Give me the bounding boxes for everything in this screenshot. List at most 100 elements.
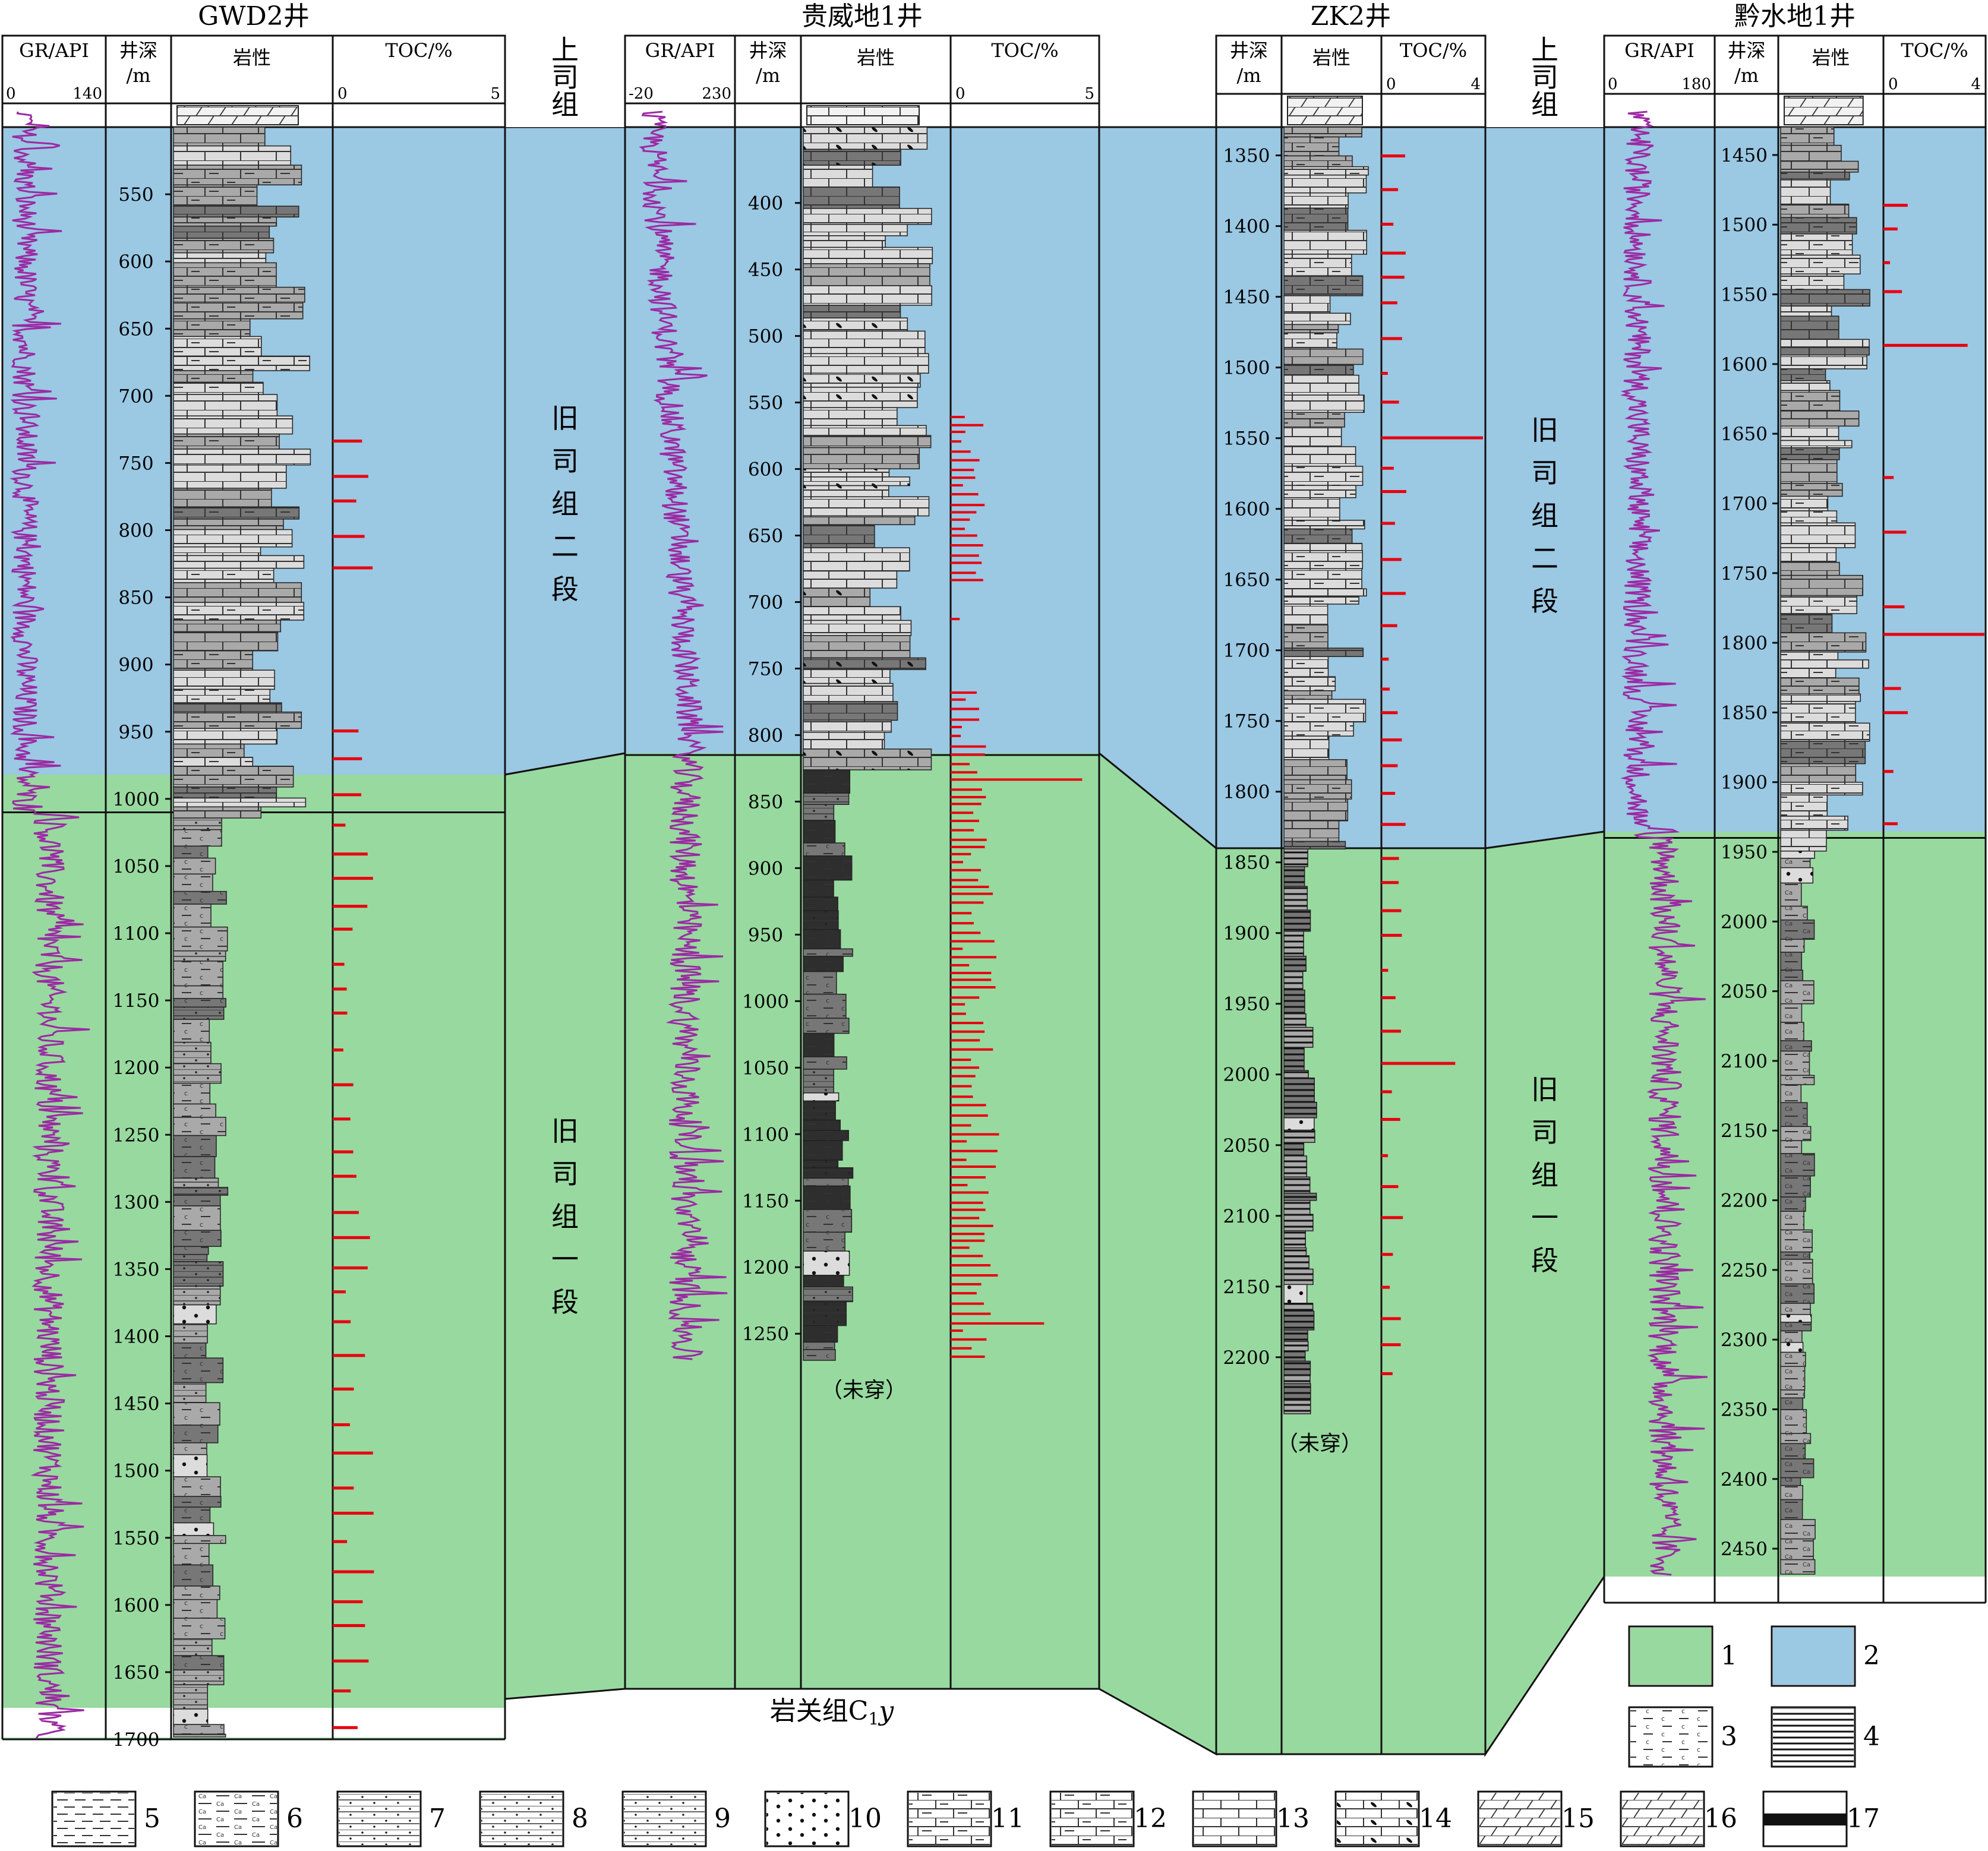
gr-max: 230 <box>702 85 731 103</box>
depth-label: 2350 <box>1721 1399 1768 1420</box>
legend-number: 13 <box>1276 1803 1309 1834</box>
lithology-bed-pattern <box>173 1670 224 1685</box>
toc-bar <box>951 885 989 888</box>
member-1-zone <box>2 775 505 1739</box>
base-formation-name: 岩关组C <box>770 1696 869 1726</box>
lithology-bed-pattern <box>1781 1040 1812 1051</box>
lithology-bed-pattern <box>1781 204 1849 218</box>
toc-bar <box>951 1114 988 1117</box>
toc-bar <box>1883 476 1894 479</box>
lithology-bed-pattern <box>803 1069 834 1093</box>
toc-bar <box>951 940 995 943</box>
depth-label: 2150 <box>1223 1277 1270 1298</box>
lithology-bed-pattern <box>173 127 265 146</box>
lithology-bed-pattern <box>803 897 838 911</box>
lithology-bed-pattern <box>1284 166 1369 175</box>
toc-bar <box>333 1570 374 1574</box>
lithology-bed-pattern <box>1781 652 1838 660</box>
upper-formation-label-left-text: 上司组 <box>551 34 579 121</box>
depth-label: 1800 <box>1721 633 1768 654</box>
toc-bar <box>951 763 970 766</box>
lithology-bed-pattern <box>1284 1047 1305 1071</box>
lithology-bed-pattern <box>803 247 933 264</box>
lithology-header: 岩性 <box>857 46 895 69</box>
toc-bar <box>1381 400 1399 404</box>
depth-unit: /m <box>126 64 150 87</box>
toc-bar <box>951 964 970 966</box>
toc-bar <box>1381 1185 1399 1189</box>
depth-label: 450 <box>748 260 783 281</box>
lithology-bed-pattern <box>173 829 222 846</box>
toc-bar <box>951 1264 991 1267</box>
lithology-bed-pattern <box>803 1018 849 1034</box>
toc-bar <box>951 1012 966 1015</box>
lithology-bed-pattern <box>173 1403 220 1426</box>
member-1-label-right: 旧司组一段 <box>1531 1073 1558 1277</box>
toc-bar <box>951 971 992 974</box>
lithology-bed-pattern <box>173 1135 216 1157</box>
lithology-bed-pattern <box>173 1618 225 1639</box>
toc-bar <box>951 947 963 950</box>
depth-label: 1200 <box>113 1057 160 1079</box>
lithology-bed-pattern <box>1781 161 1858 172</box>
toc-bar <box>1883 261 1891 264</box>
lithology-bed-pattern <box>173 1358 223 1383</box>
lithology-bed-pattern <box>1284 192 1349 209</box>
depth-label: 1550 <box>1223 428 1270 450</box>
lithology-bed-pattern <box>1781 1352 1806 1367</box>
legend-item-11: 11 <box>907 1790 1024 1847</box>
lithology-bed-pattern <box>1781 496 1828 511</box>
lithology-bed-pattern <box>1781 347 1870 355</box>
upper-formation-gap <box>1485 36 1604 127</box>
lithology-bed-pattern <box>1284 589 1367 596</box>
toc-bar <box>951 1149 998 1152</box>
legend-item-5: 5 <box>51 1790 160 1847</box>
depth-label: 1200 <box>742 1257 789 1278</box>
lithology-bed-pattern <box>803 305 901 318</box>
legend-swatch <box>481 1793 562 1845</box>
toc-bar <box>1381 996 1396 1000</box>
toc-bar <box>951 1176 986 1179</box>
toc-bar <box>1883 343 1968 347</box>
lithology-bed-pattern <box>1781 741 1866 764</box>
depth-label: 1900 <box>1721 772 1768 794</box>
lithology-bed-pattern <box>173 1063 222 1084</box>
legend-item-2: 2 <box>1771 1625 1880 1687</box>
lithology-bed-pattern <box>803 1349 835 1360</box>
lithology-bed-pattern <box>803 285 932 305</box>
lithology-bed-pattern <box>173 318 250 337</box>
lithology-bed-pattern <box>1284 156 1353 167</box>
member-1-correlation <box>1484 830 1605 1757</box>
toc-bar <box>333 1451 373 1455</box>
lithology-bed-pattern <box>173 602 304 620</box>
toc-bar <box>951 527 965 530</box>
toc-bar <box>951 1048 993 1051</box>
toc-bar <box>951 1124 971 1127</box>
toc-bar <box>333 1320 351 1324</box>
depth-label: 1600 <box>113 1595 160 1616</box>
toc-bar <box>951 879 979 882</box>
lithology-bed-pattern <box>1781 1314 1812 1322</box>
toc-bar <box>333 1511 374 1515</box>
base-strip <box>2 1708 505 1738</box>
lithology-bed-pattern <box>1781 355 1867 369</box>
lithology-bed-pattern <box>1284 333 1337 349</box>
lithology-bed-pattern <box>803 485 889 497</box>
lithology-bed-pattern <box>1284 722 1354 737</box>
toc-bar <box>951 922 974 925</box>
toc-bar <box>1381 687 1390 691</box>
member-2-label-left: 旧司组二段 <box>551 402 579 605</box>
lithology-bed-pattern <box>173 507 299 519</box>
lithology-bed-pattern <box>1284 604 1328 626</box>
depth-label: 600 <box>748 459 783 481</box>
toc-bar <box>951 571 976 574</box>
toc-bar <box>333 1290 346 1294</box>
lithology-bed-pattern <box>803 187 900 209</box>
lithology-bed-pattern <box>1284 820 1339 842</box>
legend-number: 11 <box>991 1803 1024 1834</box>
depth-header: 井深 <box>749 39 787 62</box>
lithology-bed-pattern <box>1781 511 1837 523</box>
lithology-bed-pattern <box>1781 659 1869 668</box>
lithology-bed-pattern <box>1284 690 1332 700</box>
